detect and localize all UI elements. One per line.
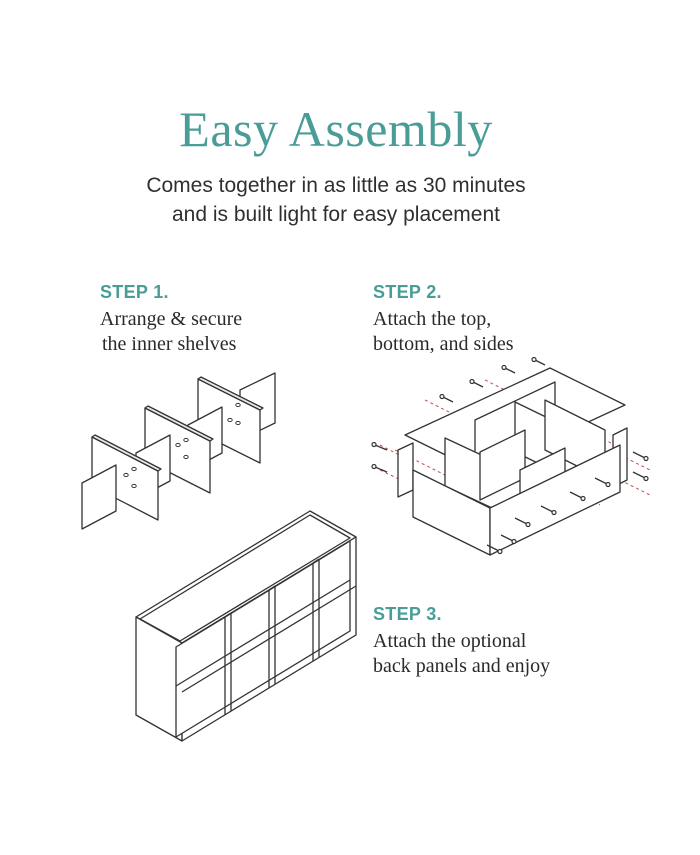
page-title: Easy Assembly xyxy=(179,101,493,157)
step-1-description: Arrange & secure the inner shelves xyxy=(100,307,360,357)
frame-attachment-illustration xyxy=(371,356,651,556)
step-3: STEP 3. Attach the optional back panels … xyxy=(373,604,633,679)
shelf-edge xyxy=(197,376,264,411)
screws xyxy=(371,356,649,555)
shelf-panel xyxy=(81,464,117,530)
cube-depth-lines xyxy=(224,558,320,618)
inner-shelves-illustration xyxy=(81,372,276,530)
step-2: STEP 2. Attach the top, bottom, and side… xyxy=(373,282,633,357)
step-1-line-2: the inner shelves xyxy=(102,333,237,355)
step-3-description: Attach the optional back panels and enjo… xyxy=(373,629,633,679)
step-1-label: STEP 1. xyxy=(100,282,169,302)
cube-dividers xyxy=(224,559,320,715)
subtitle-line-2: and is built light for easy placement xyxy=(171,203,500,226)
step-2-line-2: bottom, and sides xyxy=(373,333,514,355)
finished-cube-shelf-illustration xyxy=(135,510,357,742)
step-2-label: STEP 2. xyxy=(373,282,442,302)
connector-pegs xyxy=(123,402,241,489)
bottom-panel xyxy=(489,444,621,556)
shelf-edge xyxy=(144,405,214,442)
left-side-panel xyxy=(397,442,414,498)
step-3-line-1: Attach the optional xyxy=(373,630,527,652)
middle-shelf-line xyxy=(175,579,351,687)
step-3-label: STEP 3. xyxy=(373,604,442,624)
step-2-line-1: Attach the top, xyxy=(373,308,492,330)
page-subtitle: Comes together in as little as 30 minute… xyxy=(0,171,672,229)
subtitle-line-1: Comes together in as little as 30 minute… xyxy=(146,174,526,197)
step-2-description: Attach the top, bottom, and sides xyxy=(373,307,633,357)
step-3-line-2: back panels and enjoy xyxy=(373,655,551,677)
step-1-line-1: Arrange & secure xyxy=(100,308,243,330)
shelf-back xyxy=(175,540,351,738)
shelf-edge xyxy=(91,434,162,472)
step-1: STEP 1. Arrange & secure the inner shelv… xyxy=(100,282,360,357)
